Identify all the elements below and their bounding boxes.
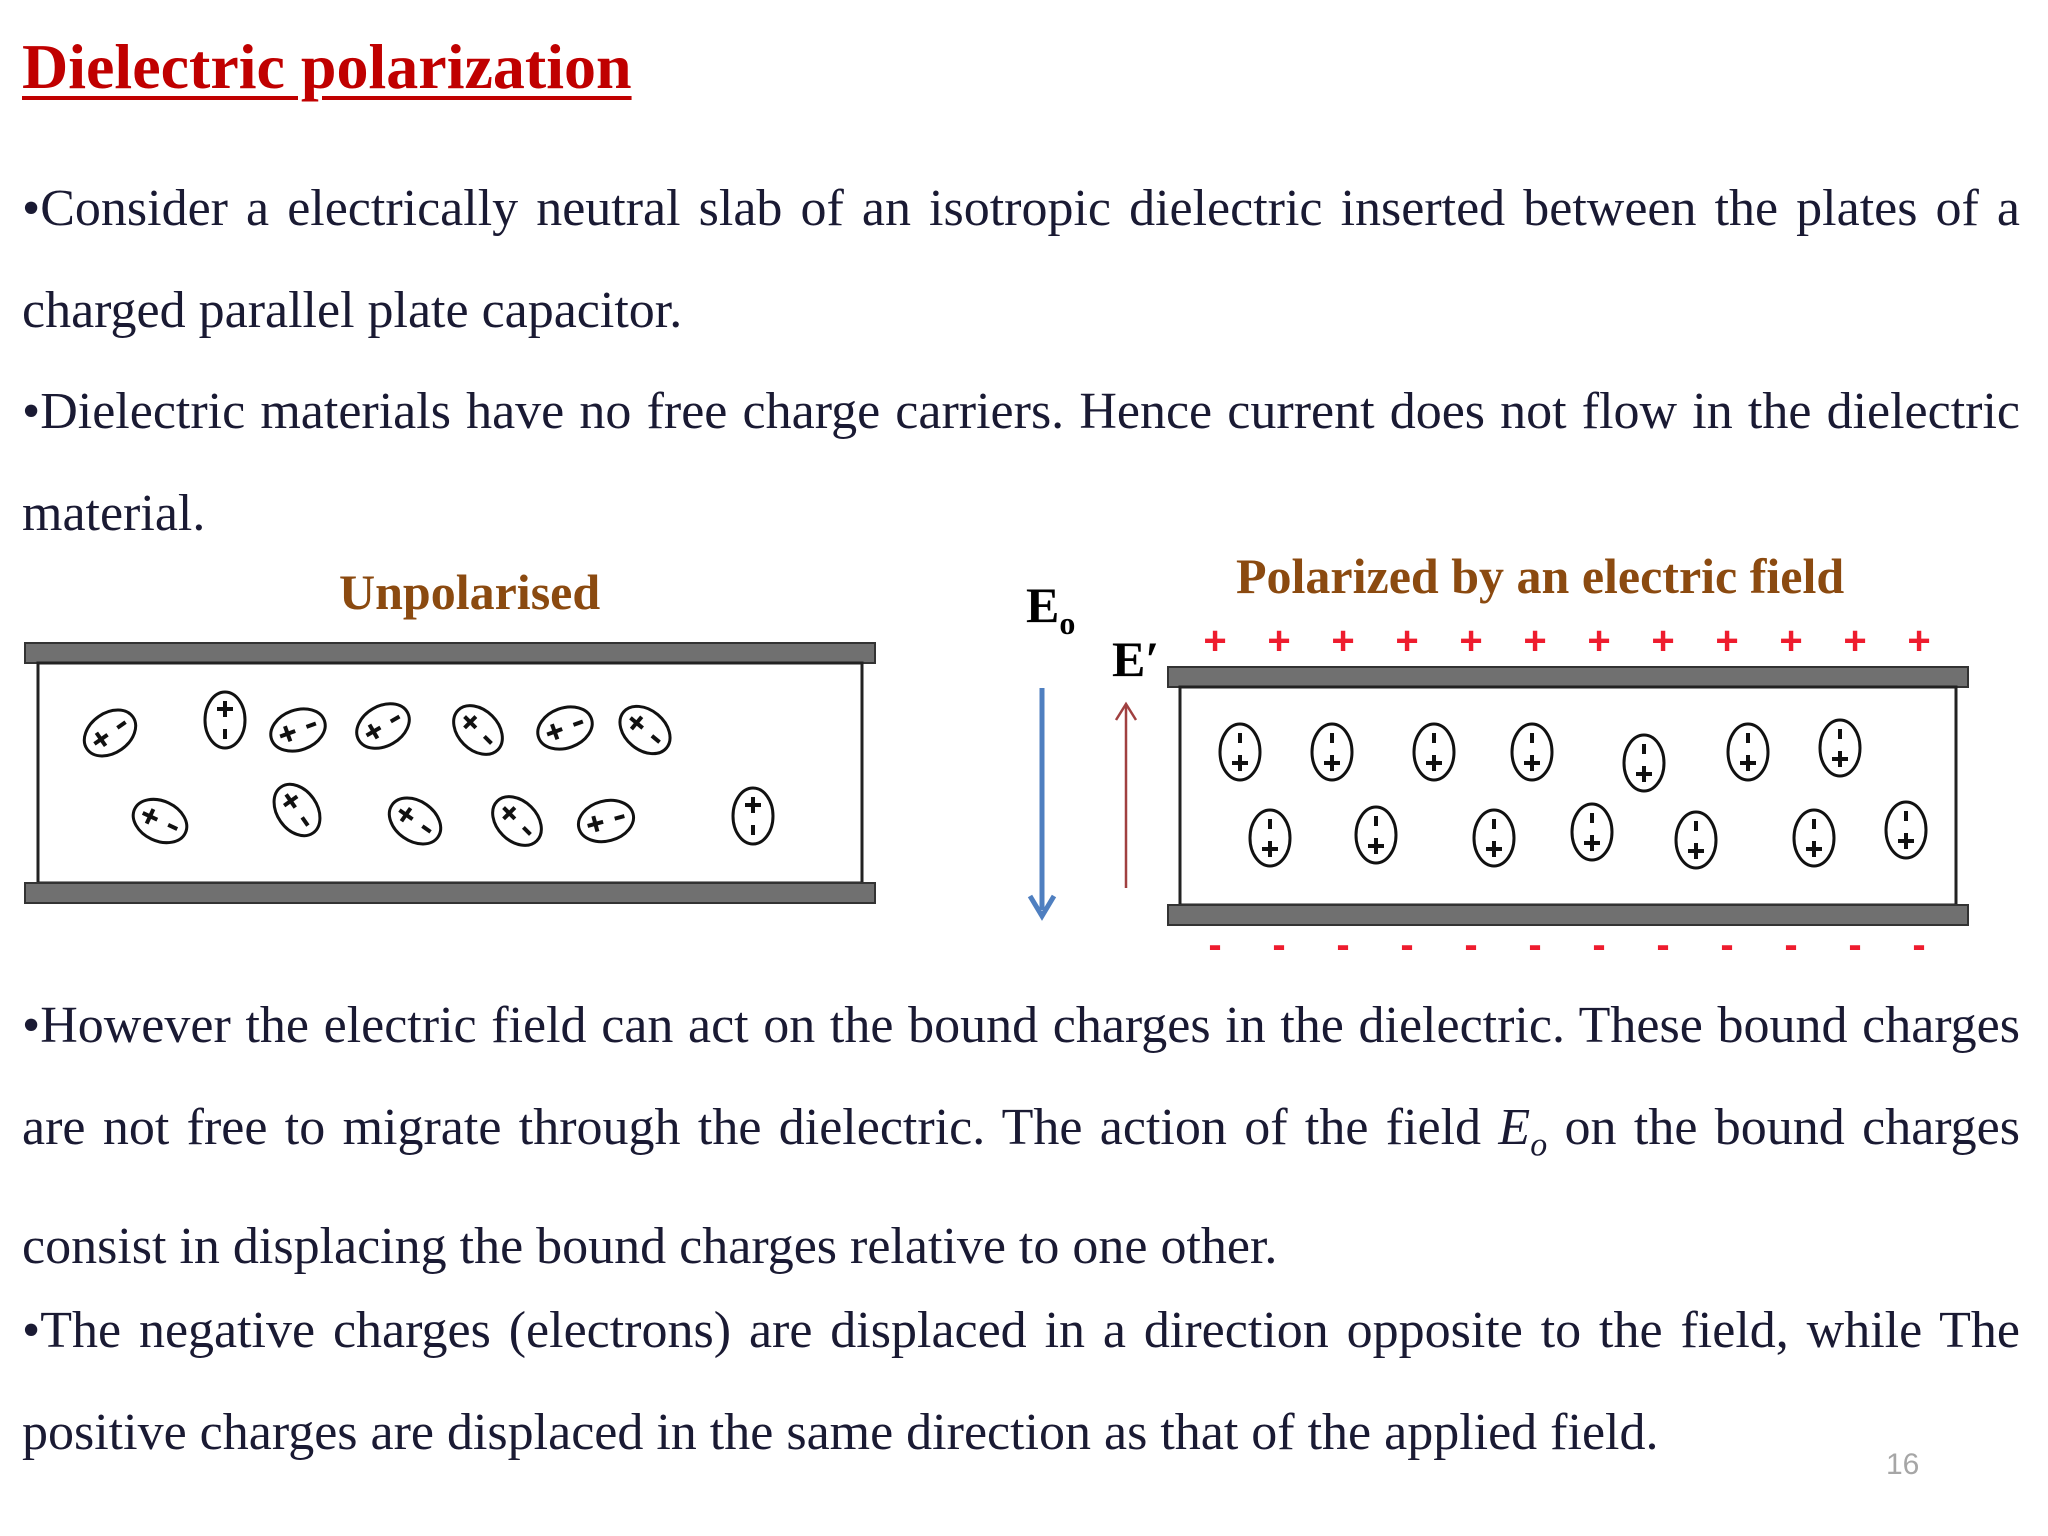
dipole	[1218, 722, 1262, 782]
bottom-plate	[1167, 904, 1969, 926]
dipole	[387, 796, 443, 846]
dipole	[203, 690, 247, 750]
induced-field-label: E′	[1112, 631, 1159, 687]
dipole	[1310, 722, 1354, 782]
dipole	[491, 795, 543, 847]
paragraph-no-free-charges: •Dielectric materials have no free charg…	[22, 383, 2020, 542]
dipole	[1412, 722, 1456, 782]
dipole	[1510, 722, 1554, 782]
minus-charge: -	[1272, 923, 1285, 960]
field-symbol-eo: Eo	[1498, 1099, 1548, 1164]
polarized-capacitor-figure: Eo E′ + + + + + + + + + + + + - - - - - - - - - - - -	[1020, 577, 2020, 967]
dipole	[1726, 722, 1770, 782]
plus-charge: +	[1907, 619, 1930, 663]
minus-charge: -	[1656, 923, 1669, 960]
plus-charge: +	[1267, 619, 1290, 663]
plus-charge: +	[1715, 619, 1738, 663]
dipole	[1570, 802, 1614, 862]
top-plate	[1167, 666, 1969, 688]
minus-charge: -	[1464, 923, 1477, 960]
dipole	[452, 704, 504, 756]
dipole	[731, 786, 775, 846]
paragraph-bound-charges: •However the electric field can act on t…	[22, 997, 2020, 1276]
dipole	[618, 704, 672, 756]
plus-charge: +	[1587, 619, 1610, 663]
caption-polarized: Polarized by an electric field	[1236, 548, 1845, 604]
minus-charge: -	[1528, 923, 1541, 960]
negative-surface-charges: ------------	[1208, 923, 1925, 967]
minus-charge: -	[1848, 923, 1861, 960]
paragraph-neutral-slab: •Consider a electrically neutral slab of…	[22, 180, 2020, 339]
dipole	[1248, 808, 1292, 868]
minus-charge: -	[1912, 923, 1925, 960]
plus-charge: +	[1459, 619, 1482, 663]
plus-charge: +	[1779, 619, 1802, 663]
plus-charge: +	[1203, 619, 1226, 663]
dipole	[1674, 810, 1718, 870]
minus-charge: -	[1208, 923, 1221, 960]
dipole	[1472, 808, 1516, 868]
dipole	[82, 708, 138, 758]
dipole	[536, 705, 594, 751]
aligned-dipoles	[1218, 718, 1928, 870]
page-number: 16	[1886, 1448, 1920, 1481]
plus-charge: +	[1331, 619, 1354, 663]
dielectric-slab	[1178, 685, 1958, 907]
dipole	[1818, 718, 1862, 778]
minus-charge: -	[1400, 923, 1413, 960]
caption-unpolarised: Unpolarised	[339, 564, 601, 620]
plus-charge: +	[1843, 619, 1866, 663]
minus-charge: -	[1784, 923, 1797, 960]
applied-field-label: Eo	[1026, 580, 1075, 641]
dipole	[131, 797, 189, 845]
dipole	[1354, 805, 1398, 865]
dielectric-slab	[36, 661, 864, 885]
bottom-plate	[24, 882, 876, 904]
dipole	[1884, 800, 1928, 860]
random-dipoles	[82, 690, 775, 847]
minus-charge: -	[1720, 923, 1733, 960]
dipole	[1622, 733, 1666, 793]
minus-charge: -	[1336, 923, 1349, 960]
dipole	[576, 798, 636, 844]
top-plate	[24, 642, 876, 664]
minus-charge: -	[1592, 923, 1605, 960]
plus-charge: +	[1395, 619, 1418, 663]
dipole	[355, 702, 411, 750]
dipole	[1792, 808, 1836, 868]
unpolarised-capacitor-diagram	[24, 642, 876, 904]
dipole	[269, 707, 327, 753]
positive-surface-charges: + + + + + + + + + + + +	[1203, 619, 1930, 663]
paragraph-charge-displacement: •The negative charges (electrons) are di…	[22, 1302, 2020, 1461]
polarized-capacitor-diagram: Eo E′ + + + + + + + + + + + + - - - - - - - - - - - -	[1026, 577, 1969, 967]
dipole	[272, 782, 322, 838]
plus-charge: +	[1523, 619, 1546, 663]
page-title: Dielectric polarization	[22, 31, 632, 102]
plus-charge: +	[1651, 619, 1674, 663]
